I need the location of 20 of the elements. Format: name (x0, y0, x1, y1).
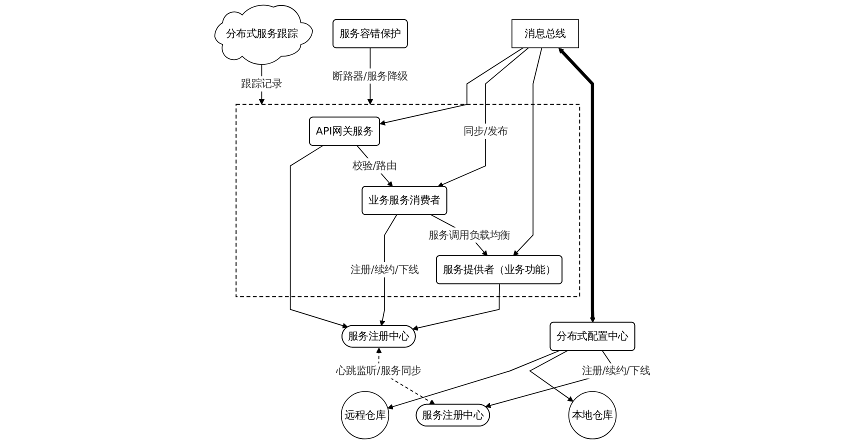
edge-label: 服务调用负载均衡 (428, 228, 510, 241)
arrow (380, 47, 524, 126)
arrow (387, 350, 560, 410)
edge-label: 注册/续约/下线 (582, 364, 650, 377)
edge-label: 校验/路由 (352, 159, 397, 172)
arrow (558, 48, 596, 323)
arrow (412, 284, 500, 331)
edge-label: 跟踪记录 (241, 77, 282, 90)
arrow (290, 145, 348, 328)
arrow (438, 47, 529, 188)
arrow (513, 47, 542, 256)
arrow (529, 350, 574, 402)
node-circle: 远程仓库 (340, 391, 390, 440)
edge-label: 注册/续约/下线 (350, 263, 419, 276)
node-box: 消息总线 (512, 19, 579, 48)
edge-label: 同步/发布 (463, 124, 508, 138)
node-circle: 本地仓库 (568, 391, 617, 440)
edge-label: 断路器/服务降级 (332, 70, 408, 82)
edge-label: 心跳监听/服务同步 (336, 364, 422, 377)
cluster (236, 104, 580, 298)
